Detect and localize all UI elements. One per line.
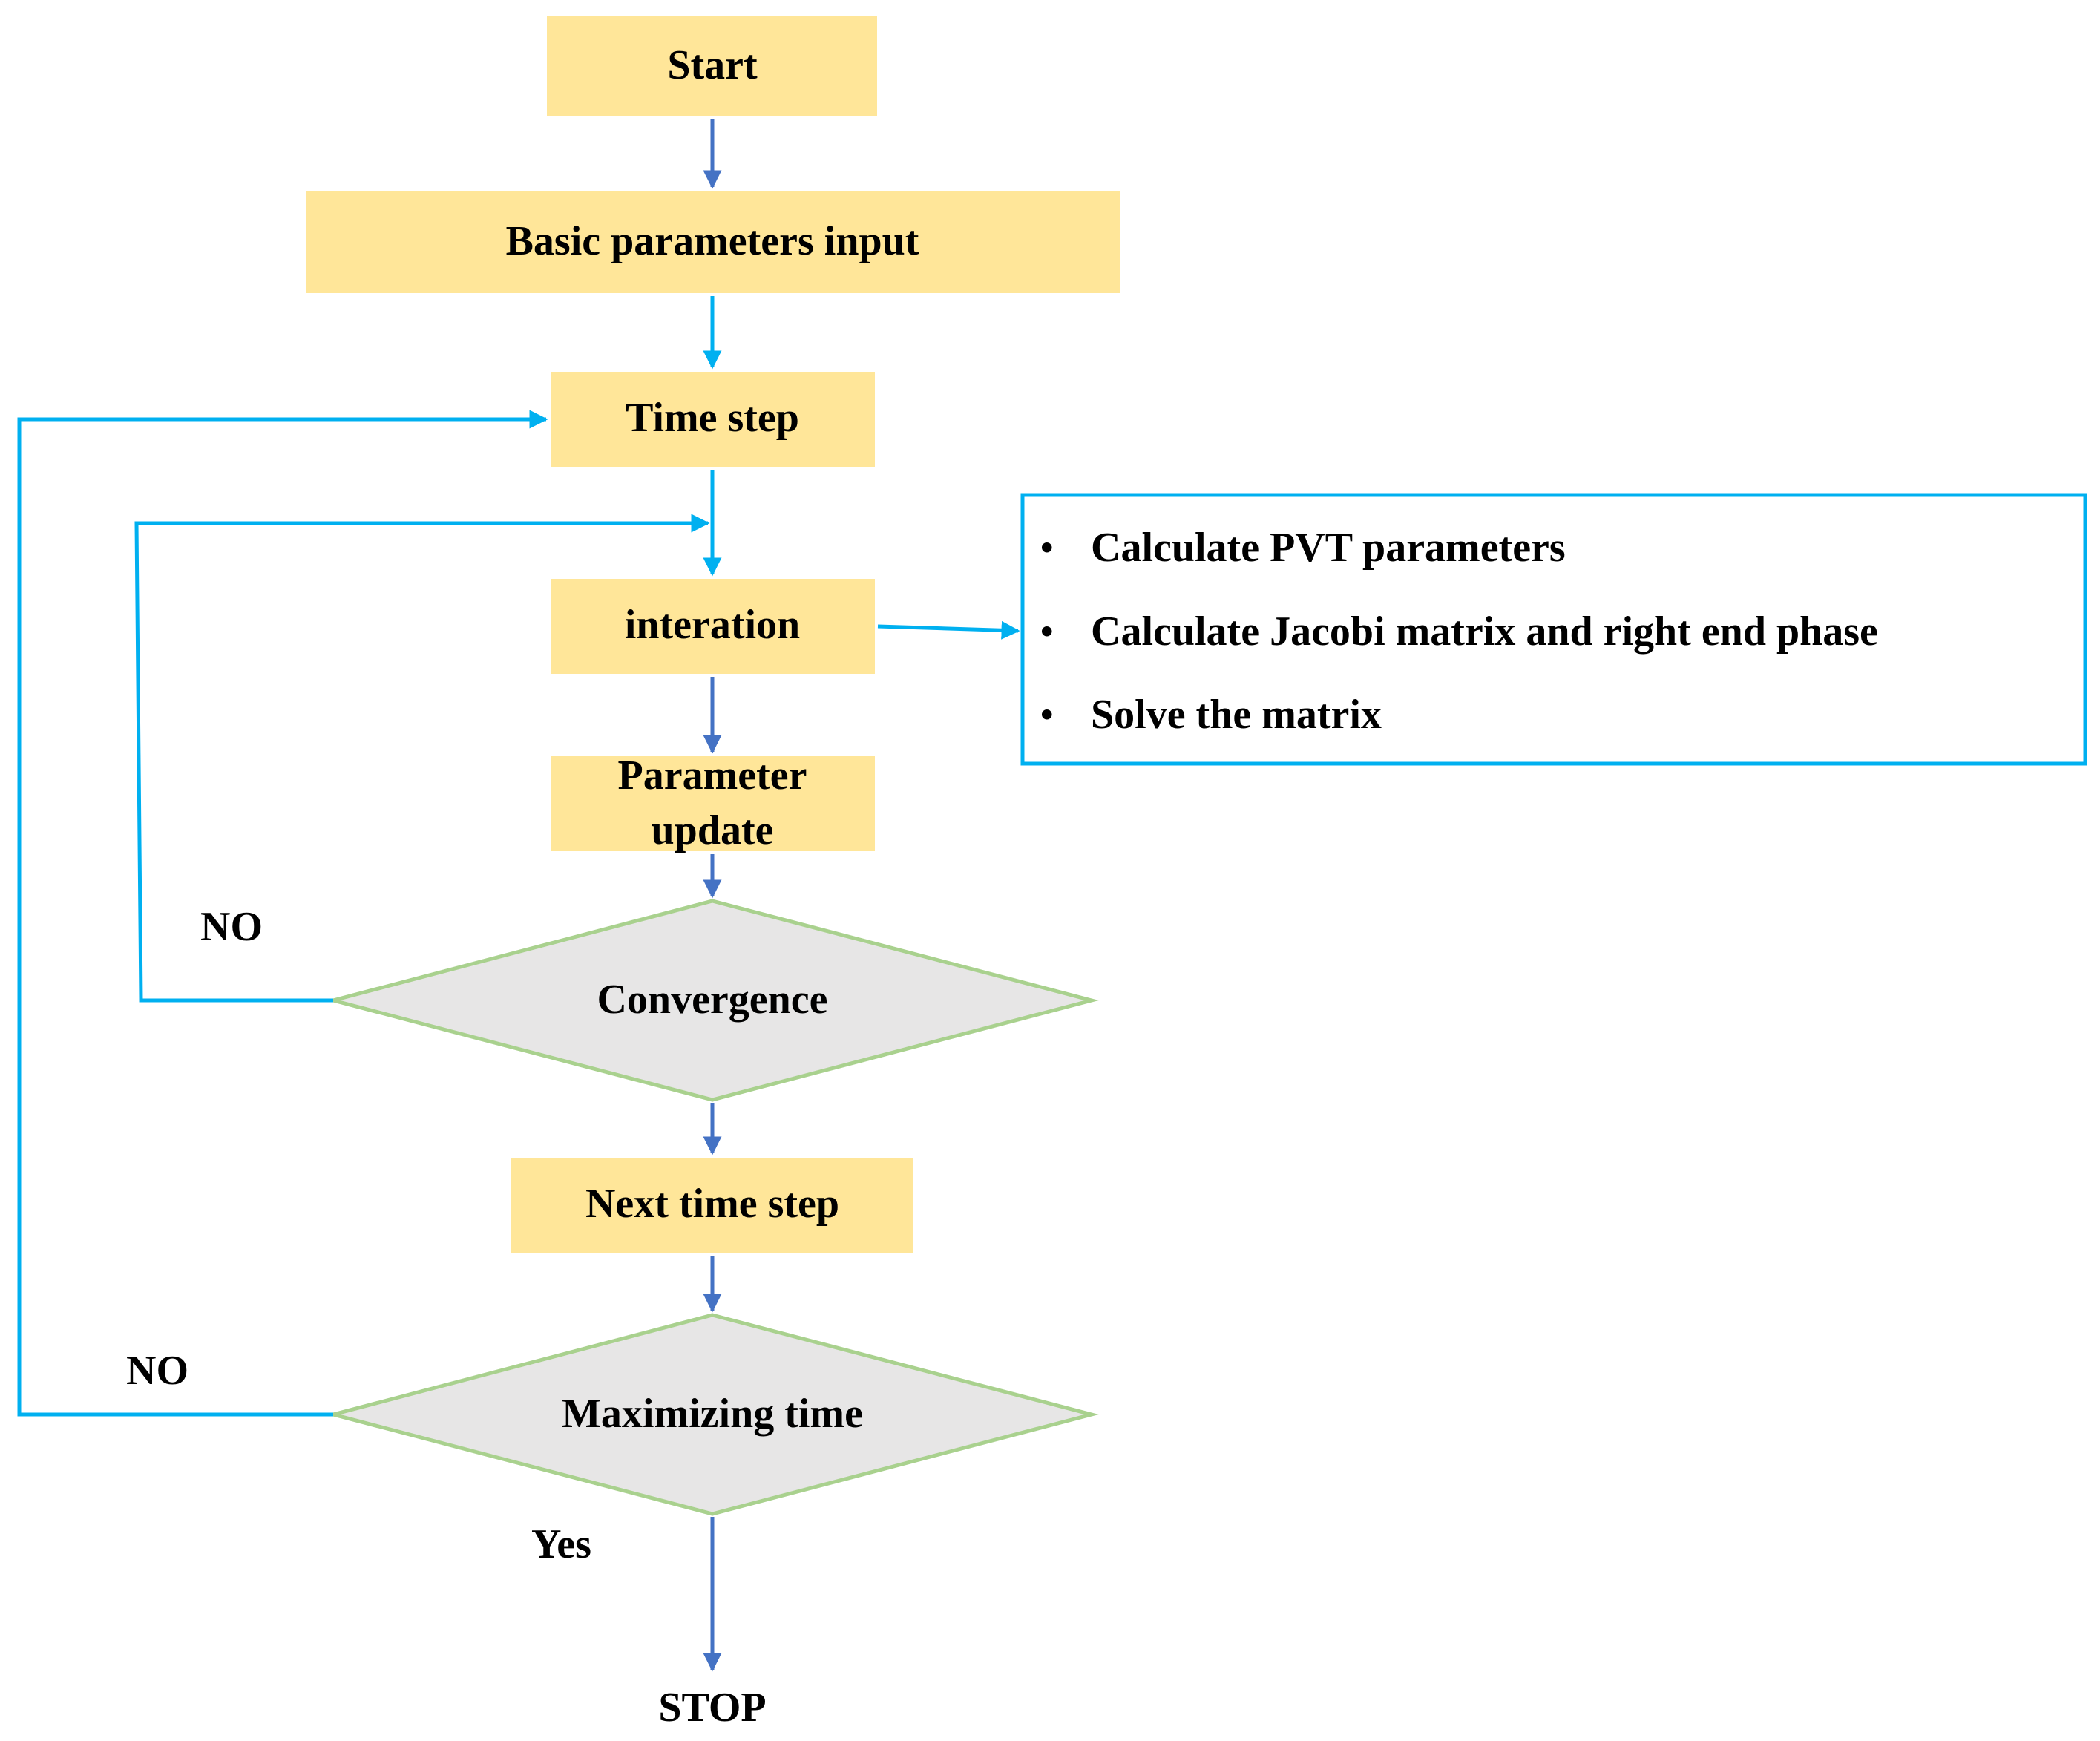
- details-panel: [1020, 493, 2087, 766]
- stop-label: STOP: [658, 1685, 766, 1731]
- loop-max-time-no: [17, 410, 548, 1417]
- panel-bullet-1: •: [1040, 526, 1054, 568]
- max-time-label: Maximizing time: [562, 1391, 863, 1437]
- next-time-step-label: Next time step: [585, 1181, 839, 1227]
- panel-item-2: Calculate Jacobi matrix and right end ph…: [1091, 609, 1878, 655]
- convergence-diamond: [326, 899, 1099, 1102]
- panel-bullet-3: •: [1040, 693, 1054, 735]
- max-time-diamond: [326, 1313, 1099, 1516]
- param-update-label-line2: update: [652, 807, 774, 853]
- param-update-box: [551, 756, 875, 851]
- yes-label-max-time: Yes: [531, 1521, 591, 1567]
- panel-item-3: Solve the matrix: [1091, 692, 1382, 738]
- start-box: [547, 16, 877, 116]
- param-update-label-line1: Parameter: [618, 753, 807, 799]
- no-label-convergence: NO: [200, 904, 263, 950]
- panel-bullet-2: •: [1040, 610, 1054, 652]
- basic-input-label: Basic parameters input: [506, 218, 919, 264]
- iteration-label: interation: [625, 602, 800, 648]
- basic-input-box: [306, 191, 1120, 293]
- loop-convergence-no: [134, 514, 710, 1003]
- no-label-max-time: NO: [126, 1348, 188, 1394]
- start-label: Start: [667, 42, 758, 88]
- time-step-box: [551, 372, 875, 467]
- iteration-box: [551, 579, 875, 674]
- next-time-step-box: [511, 1158, 913, 1253]
- panel-item-1: Calculate PVT parameters: [1091, 525, 1566, 571]
- time-step-label: Time step: [626, 395, 799, 441]
- arrow-iteration-to-panel: [877, 620, 1020, 640]
- convergence-label: Convergence: [597, 977, 827, 1023]
